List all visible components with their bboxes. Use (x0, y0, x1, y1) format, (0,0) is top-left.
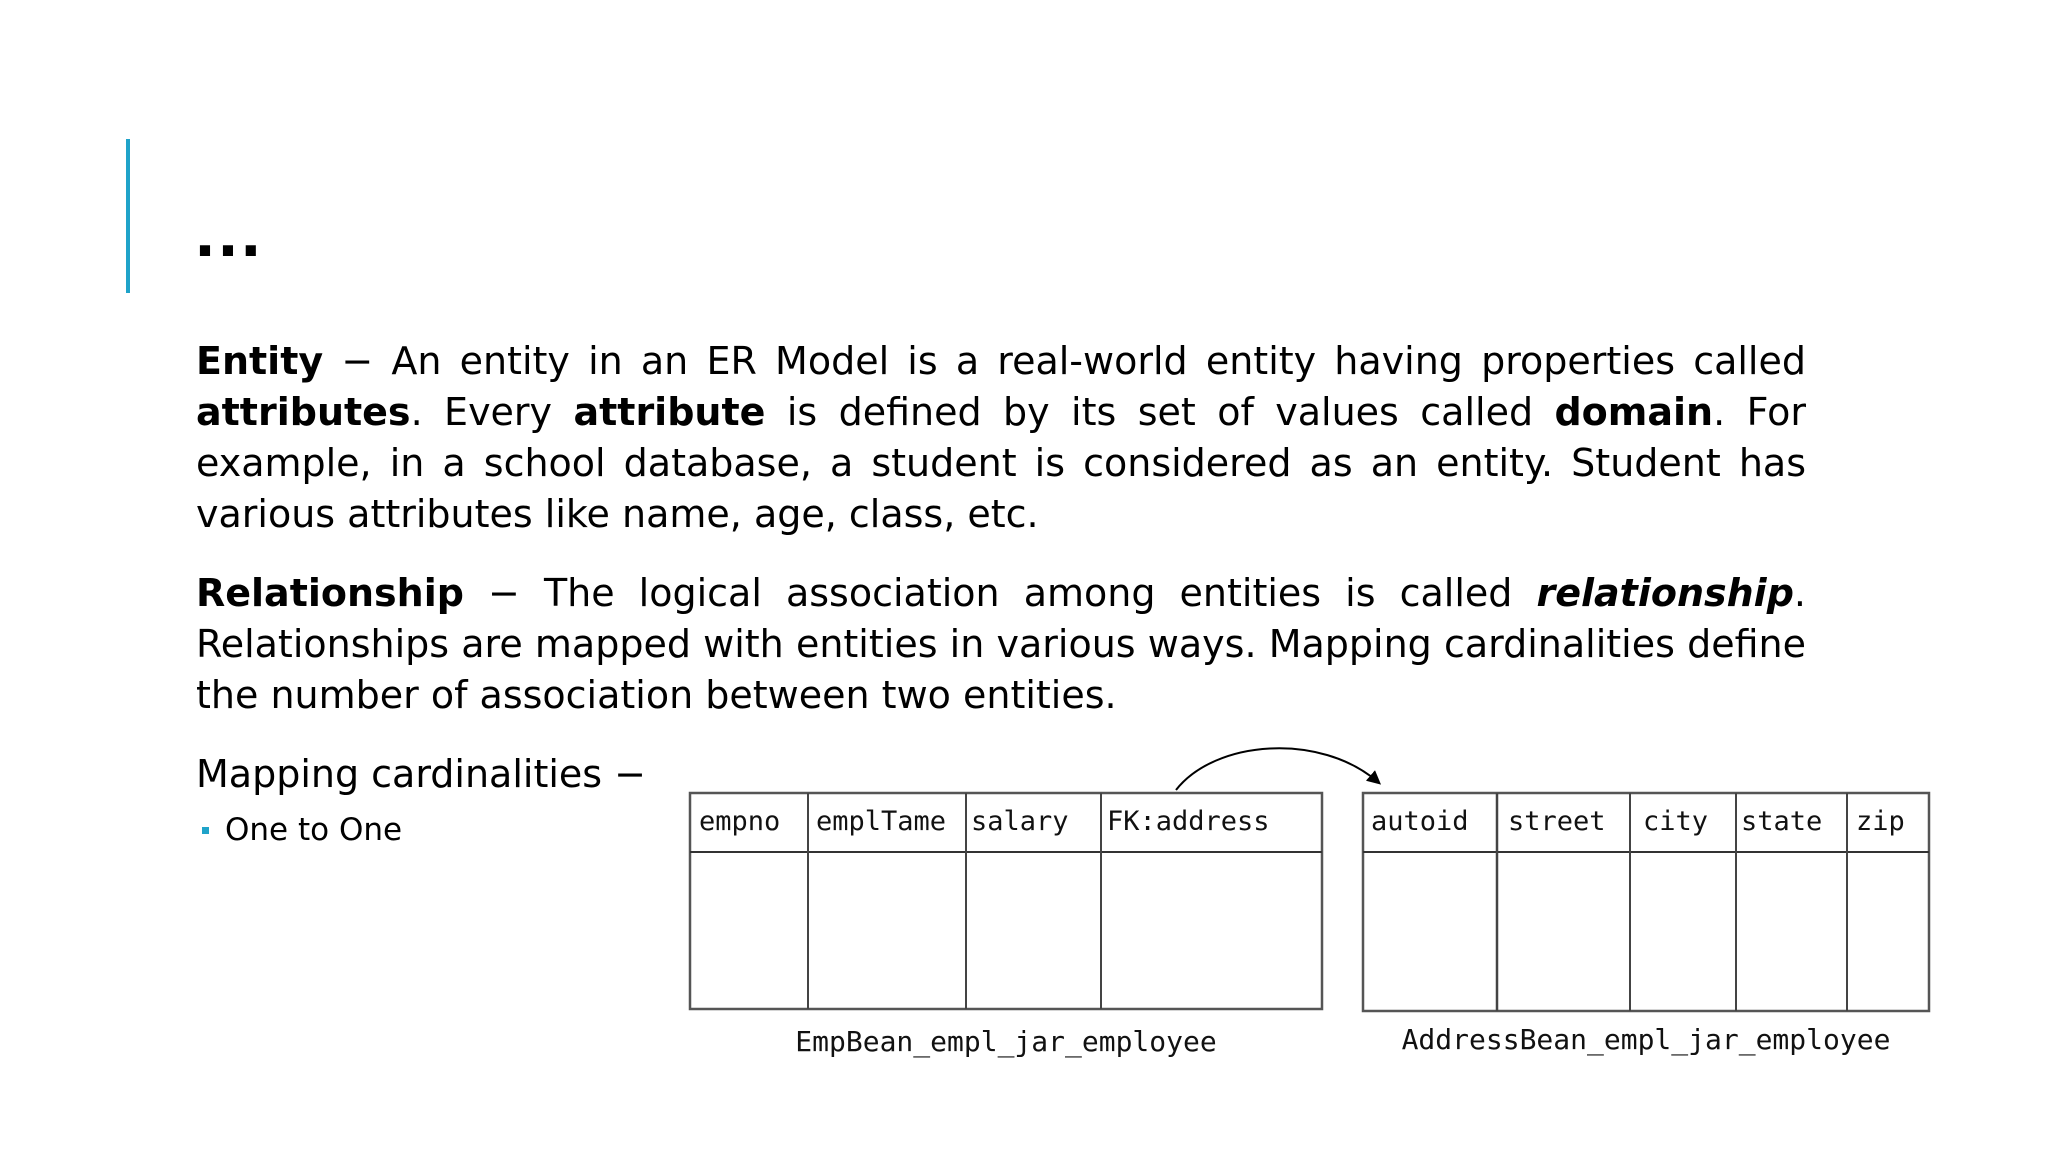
entity-text-1: An entity in an ER Model is a real-world… (391, 339, 1806, 383)
slide-body: Entity − An entity in an ER Model is a r… (196, 336, 1806, 800)
bullet-text: One to One (225, 812, 403, 848)
right-table: autoid street city state zip AddressBean… (1361, 791, 1931, 1057)
relationship-separator: − (463, 571, 544, 615)
left-table-border (688, 791, 1324, 1011)
entity-term: Entity (196, 339, 324, 383)
entity-bold-attribute: attribute (573, 390, 766, 434)
entity-text-2: . Every (410, 390, 574, 434)
right-col-header: zip (1856, 806, 1905, 837)
entity-bold-domain: domain (1554, 390, 1714, 434)
entity-paragraph: Entity − An entity in an ER Model is a r… (196, 336, 1806, 540)
left-col-header: empno (699, 806, 780, 837)
relationship-text-2: . Relationships are mapped with entities… (196, 571, 1806, 717)
title-accent-bar (126, 139, 130, 293)
right-table-border (1361, 791, 1931, 1013)
right-table-caption: AddressBean_empl_jar_employee (1402, 1023, 1891, 1057)
entity-text-4: . For example, in a school database, a s… (196, 390, 1806, 536)
entity-separator: − (323, 339, 392, 383)
right-col-header: state (1741, 806, 1822, 837)
right-col-header: city (1643, 806, 1708, 837)
right-col-header: street (1508, 806, 1606, 837)
left-table: empno emplTame salary FK:address EmpBean… (688, 791, 1324, 1059)
entity-text-3: is defined by its set of values called (765, 390, 1555, 434)
entity-bold-attributes: attributes (196, 390, 411, 434)
left-table-caption: EmpBean_empl_jar_employee (795, 1025, 1216, 1059)
slide-title: … (192, 192, 266, 272)
relationship-term: Relationship (196, 571, 464, 615)
relationship-text-1: The logical association among entities i… (543, 571, 1537, 615)
left-col-header: salary (971, 806, 1069, 837)
relationship-paragraph: Relationship − The logical association a… (196, 568, 1806, 721)
mapping-heading: Mapping cardinalities − (196, 752, 647, 796)
left-col-header: emplTame (816, 806, 946, 837)
bullet-list-item: One to One (202, 812, 402, 848)
foreign-key-arrow (1175, 747, 1382, 791)
right-col-header: autoid (1371, 806, 1469, 837)
left-col-header: FK:address (1107, 806, 1270, 837)
relationship-bold-italic-term: relationship (1536, 571, 1794, 615)
bullet-square-icon (202, 826, 209, 834)
